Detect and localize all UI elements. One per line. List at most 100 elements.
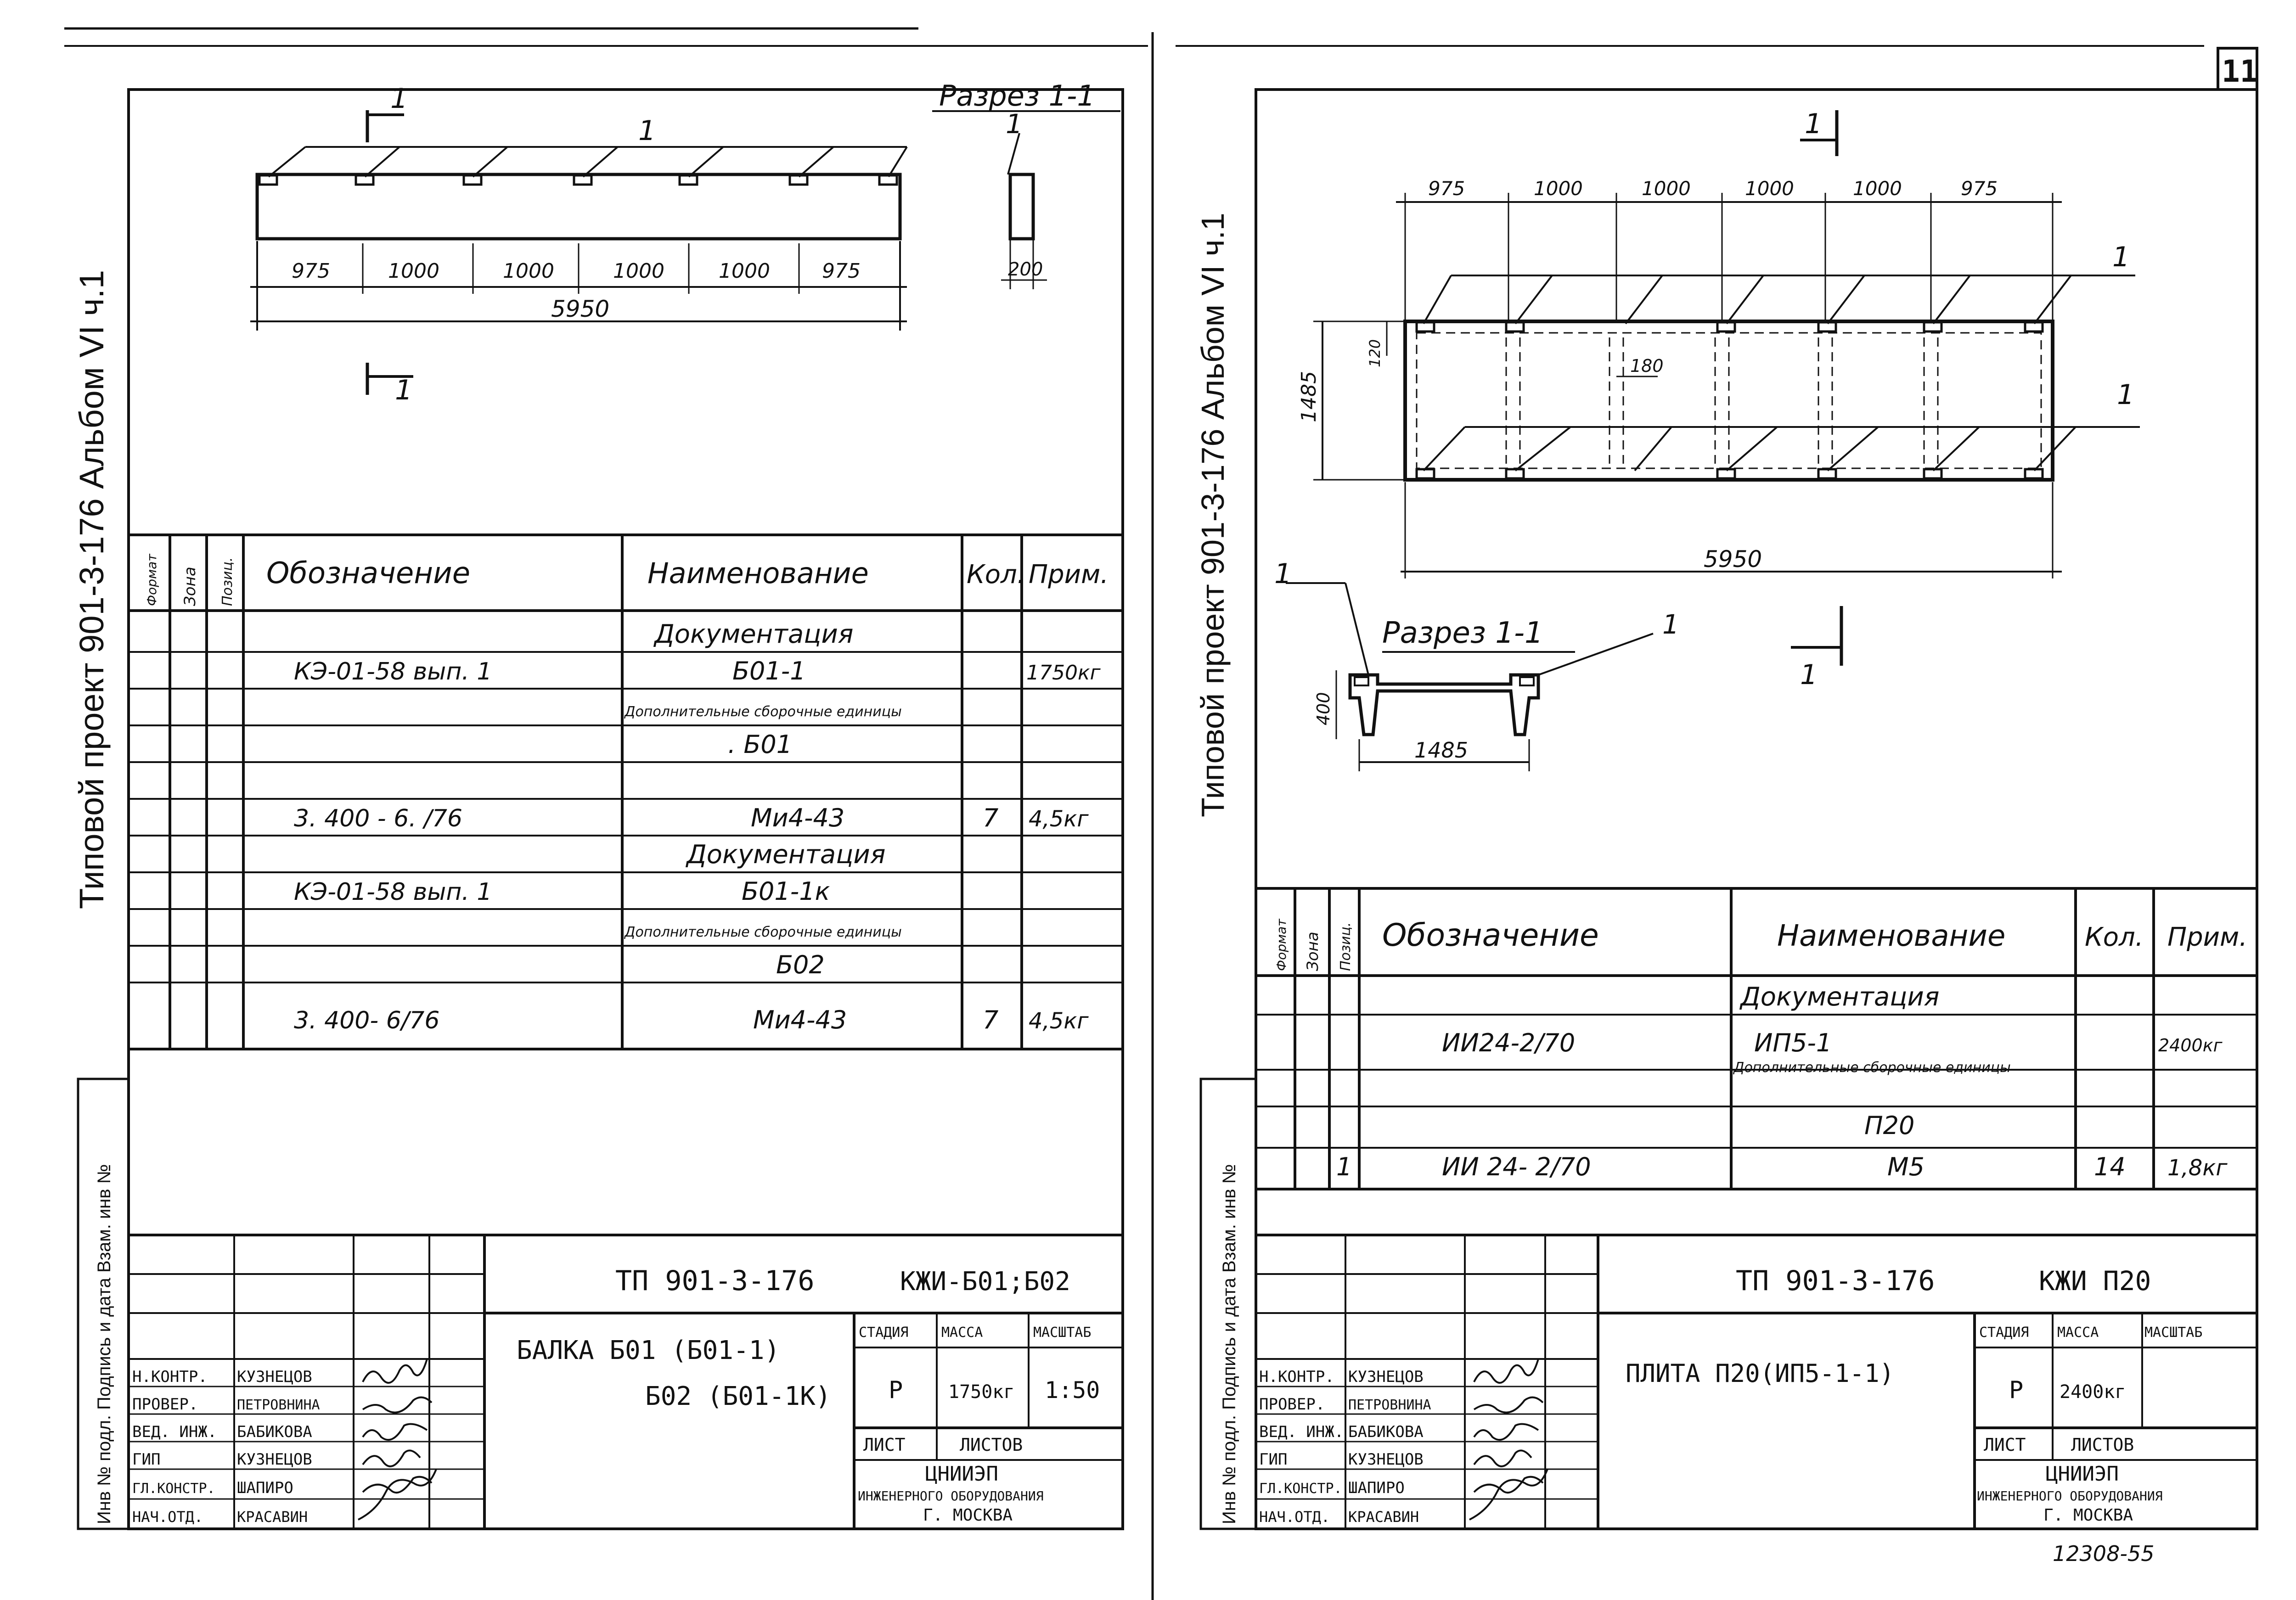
table-row-name: Документация: [653, 619, 853, 649]
org-line-1: ЦНИИЭП: [2046, 1462, 2119, 1486]
table-row-note: 1,8кг: [2167, 1155, 2228, 1181]
table-row-pos: 1: [1336, 1152, 1352, 1181]
header-qty: Кол.: [967, 560, 1025, 589]
table-row-name: Документация: [1739, 982, 1939, 1012]
table-row-designation: КЭ-01-58 вып. 1: [294, 878, 492, 906]
staff-name: КРАСАВИН: [237, 1508, 308, 1526]
dim-6: 975: [822, 259, 861, 283]
staff-role: НАЧ.ОТД.: [132, 1508, 203, 1526]
stage-header: СТАДИЯ: [1979, 1325, 2029, 1341]
scale-header: МАСШТАБ: [2144, 1325, 2202, 1341]
header-name: Наименование: [647, 556, 869, 590]
table-row-qty: 7: [983, 1005, 998, 1034]
title-line-1: ПЛИТА П20(ИП5-1-1): [1626, 1359, 1894, 1388]
table-row-qty: 7: [983, 803, 998, 832]
header-zone: Зона: [1304, 932, 1322, 971]
staff-name: БАБИКОВА: [237, 1423, 312, 1441]
table-row-designation: ИИ24-2/70: [1442, 1028, 1575, 1057]
table-row-qty: 14: [2094, 1152, 2126, 1181]
table-row-name: ИП5-1: [1754, 1028, 1832, 1057]
margin-stamp: Инв № подл. Подпись и дата Взам. инв №: [1219, 1164, 1239, 1524]
title-line-1: БАЛКА Б01 (Б01-1): [517, 1336, 780, 1365]
header-pos: Позиц.: [1338, 922, 1354, 971]
table-row-name: Б01-1: [732, 657, 806, 685]
table-row-note: 1750кг: [1026, 661, 1101, 685]
dim-3: 1000: [1642, 177, 1691, 200]
staff-name: ПЕТРОВНИНА: [1348, 1397, 1431, 1413]
staff-role: Н.КОНТР.: [1259, 1368, 1334, 1386]
staff-name: КУЗНЕЦОВ: [237, 1368, 312, 1386]
staff-name: КРАСАВИН: [1348, 1508, 1419, 1526]
header-designation: Обозначение: [266, 556, 470, 590]
table-row-designation: ИИ 24- 2/70: [1442, 1152, 1591, 1181]
staff-role: ГЛ.КОНСТР.: [1259, 1481, 1342, 1497]
dim-2: 1000: [1534, 177, 1583, 200]
table-row-name: Дополнительные сборочные единицы: [1733, 1060, 2011, 1076]
table-row-designation: 3. 400- 6/76: [294, 1007, 439, 1034]
table-row-name: Дополнительные сборочные единицы: [624, 704, 902, 720]
rib-dim: 180: [1630, 356, 1664, 376]
header-zone: Зона: [181, 567, 199, 606]
org-line-3: Г. МОСКВА: [923, 1506, 1013, 1525]
section-callout: 1: [1662, 609, 1679, 640]
section-mark-bottom: 1: [1800, 659, 1818, 691]
header-designation: Обозначение: [1382, 917, 1599, 954]
section-mark-top: 1: [1805, 108, 1822, 140]
height-dim: 1485: [1297, 371, 1321, 422]
total-dim: 5950: [551, 296, 609, 322]
dim-3: 1000: [503, 259, 554, 283]
staff-role: ГЛ.КОНСТР.: [132, 1481, 215, 1497]
mass-header: МАССА: [941, 1325, 983, 1341]
staff-name: КУЗНЕЦОВ: [1348, 1450, 1424, 1469]
scale-header: МАСШТАБ: [1033, 1325, 1091, 1341]
staff-list: Н.КОНТР. КУЗНЕЦОВ ПРОВЕР. ПЕТРОВНИНА ВЕД…: [132, 1368, 320, 1526]
stage-header: СТАДИЯ: [859, 1325, 908, 1341]
table-row-name: . Б01: [728, 730, 792, 759]
table-row-note: 2400кг: [2158, 1035, 2223, 1055]
title-line-2: Б02 (Б01-1К): [645, 1381, 831, 1411]
staff-name: ПЕТРОВНИНА: [237, 1397, 320, 1413]
total-dim: 5950: [1704, 546, 1762, 573]
section-mark-bottom: 1: [395, 374, 412, 406]
table-row-name: Документация: [685, 840, 885, 870]
section-width: 1485: [1414, 738, 1468, 763]
title-code: ТП 901-3-176: [1736, 1265, 1935, 1297]
signatures: [1469, 1359, 1548, 1521]
staff-role: ГИП: [132, 1450, 160, 1469]
staff-name: КУЗНЕЦОВ: [237, 1450, 312, 1469]
dim-5: 1000: [719, 259, 770, 283]
header-note: Прим.: [1029, 560, 1109, 589]
table-row-name: П20: [1864, 1111, 1914, 1140]
staff-name: ШАПИРО: [1348, 1479, 1405, 1497]
org-line-1: ЦНИИЭП: [925, 1462, 998, 1486]
table-row-name: Дополнительные сборочные единицы: [624, 924, 902, 940]
section-mark-top: 1: [390, 83, 408, 115]
table-row-designation: 3. 400 - 6. /76: [294, 805, 462, 832]
staff-name: БАБИКОВА: [1348, 1423, 1424, 1441]
dim-4: 1000: [1745, 177, 1794, 200]
sheet-header: ЛИСТ: [1984, 1435, 2026, 1455]
side-label: Типовой проект 901-3-176 Альбом VI ч.1: [73, 270, 111, 909]
stage-value: Р: [2009, 1376, 2023, 1404]
dim-5: 1000: [1853, 177, 1902, 200]
staff-role: ВЕД. ИНЖ.: [1259, 1423, 1344, 1441]
side-label: Типовой проект 901-3-176 Альбом VI ч.1: [1195, 213, 1231, 817]
section-title: Разрез 1-1: [1382, 616, 1543, 650]
header-format: Формат: [1274, 919, 1289, 971]
staff-name: ШАПИРО: [237, 1479, 293, 1497]
table-row-name: М5: [1887, 1152, 1925, 1181]
org-line-2: ИНЖЕНЕРНОГО ОБОРУДОВАНИЯ: [1977, 1488, 2163, 1504]
position-mark: 1: [2117, 379, 2134, 411]
title-doc: КЖИ П20: [2039, 1265, 2151, 1297]
header-name: Наименование: [1777, 919, 2005, 953]
mass-header: МАССА: [2057, 1325, 2099, 1341]
org-line-2: ИНЖЕНЕРНОГО ОБОРУДОВАНИЯ: [858, 1488, 1044, 1504]
header-qty: Кол.: [2085, 922, 2144, 952]
section-dim: 200: [1008, 259, 1043, 280]
table-row-note: 4,5кг: [1029, 806, 1089, 832]
edge-dim: 120: [1366, 339, 1384, 367]
org-line-3: Г. МОСКВА: [2043, 1506, 2133, 1525]
mass-value: 1750кг: [948, 1381, 1015, 1403]
dim-1: 975: [1428, 177, 1465, 200]
